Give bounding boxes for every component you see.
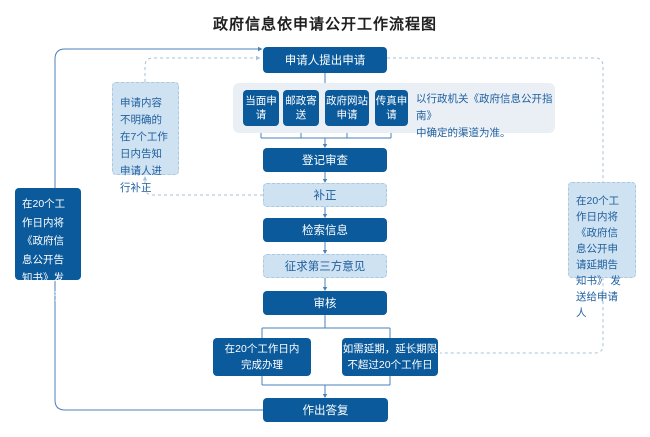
note-extension-notice: 在20个工作日内将《政府信息公开申请延期告知书》 发送给申请人 (568, 182, 636, 319)
node-channel-fax: 传真申请 (375, 90, 408, 126)
node-correction: 补正 (263, 183, 387, 207)
flow-line-review-split (261, 315, 391, 338)
channels-note-line1: 以行政机关《政府信息公开指南》 (416, 93, 553, 122)
node-complete-in-20-days: 在20个工作日内 完成办理 (213, 338, 311, 376)
flow-line-options-merge (261, 376, 391, 395)
extension-line1: 如需延期，延长期限 (342, 343, 438, 355)
node-register-review: 登记审查 (263, 148, 387, 172)
node-channel-website: 政府网站申请 (325, 90, 369, 126)
node-third-party-opinion: 征求第三方意见 (263, 254, 387, 278)
arrowhead (142, 176, 148, 181)
node-review: 审核 (263, 291, 387, 315)
page-title: 政府信息依申请公开工作流程图 (212, 16, 437, 33)
node-reply: 作出答复 (263, 398, 388, 422)
arrowhead (322, 214, 328, 218)
arrowhead (322, 144, 328, 148)
node-retrieve-info: 检索信息 (263, 218, 387, 242)
note-disclosure-notice: 在20个工作日内将《政府信息公开告知书》发送给申请人 (15, 188, 81, 321)
channels-note-line2: 中确定的渠道为准。 (416, 127, 511, 139)
note-correction-within-7-days: 申请内容不明确的在7个工作日内告知申请人进行补正 (112, 82, 179, 194)
dashed-line-correction-note (144, 180, 263, 196)
arrowhead (256, 55, 261, 61)
complete-line2: 完成办理 (241, 359, 283, 371)
arrowhead (322, 250, 328, 254)
complete-line1: 在20个工作日内 (224, 343, 300, 355)
arrowhead (322, 179, 328, 183)
node-apply: 申请人提出申请 (263, 47, 387, 73)
node-extension: 如需延期，延长期限 不超过20个工作日 (342, 338, 438, 376)
arrowhead (322, 394, 328, 398)
node-channel-in-person: 当面申请 (243, 90, 279, 126)
channels-note: 以行政机关《政府信息公开指南》 中确定的渠道为准。 (416, 91, 556, 142)
dashed-line-note-apply (144, 57, 256, 82)
arrowhead (258, 46, 263, 52)
extension-line2: 不超过20个工作日 (347, 359, 433, 371)
arrowhead (322, 287, 328, 291)
node-channel-postal: 邮政寄送 (283, 90, 319, 126)
